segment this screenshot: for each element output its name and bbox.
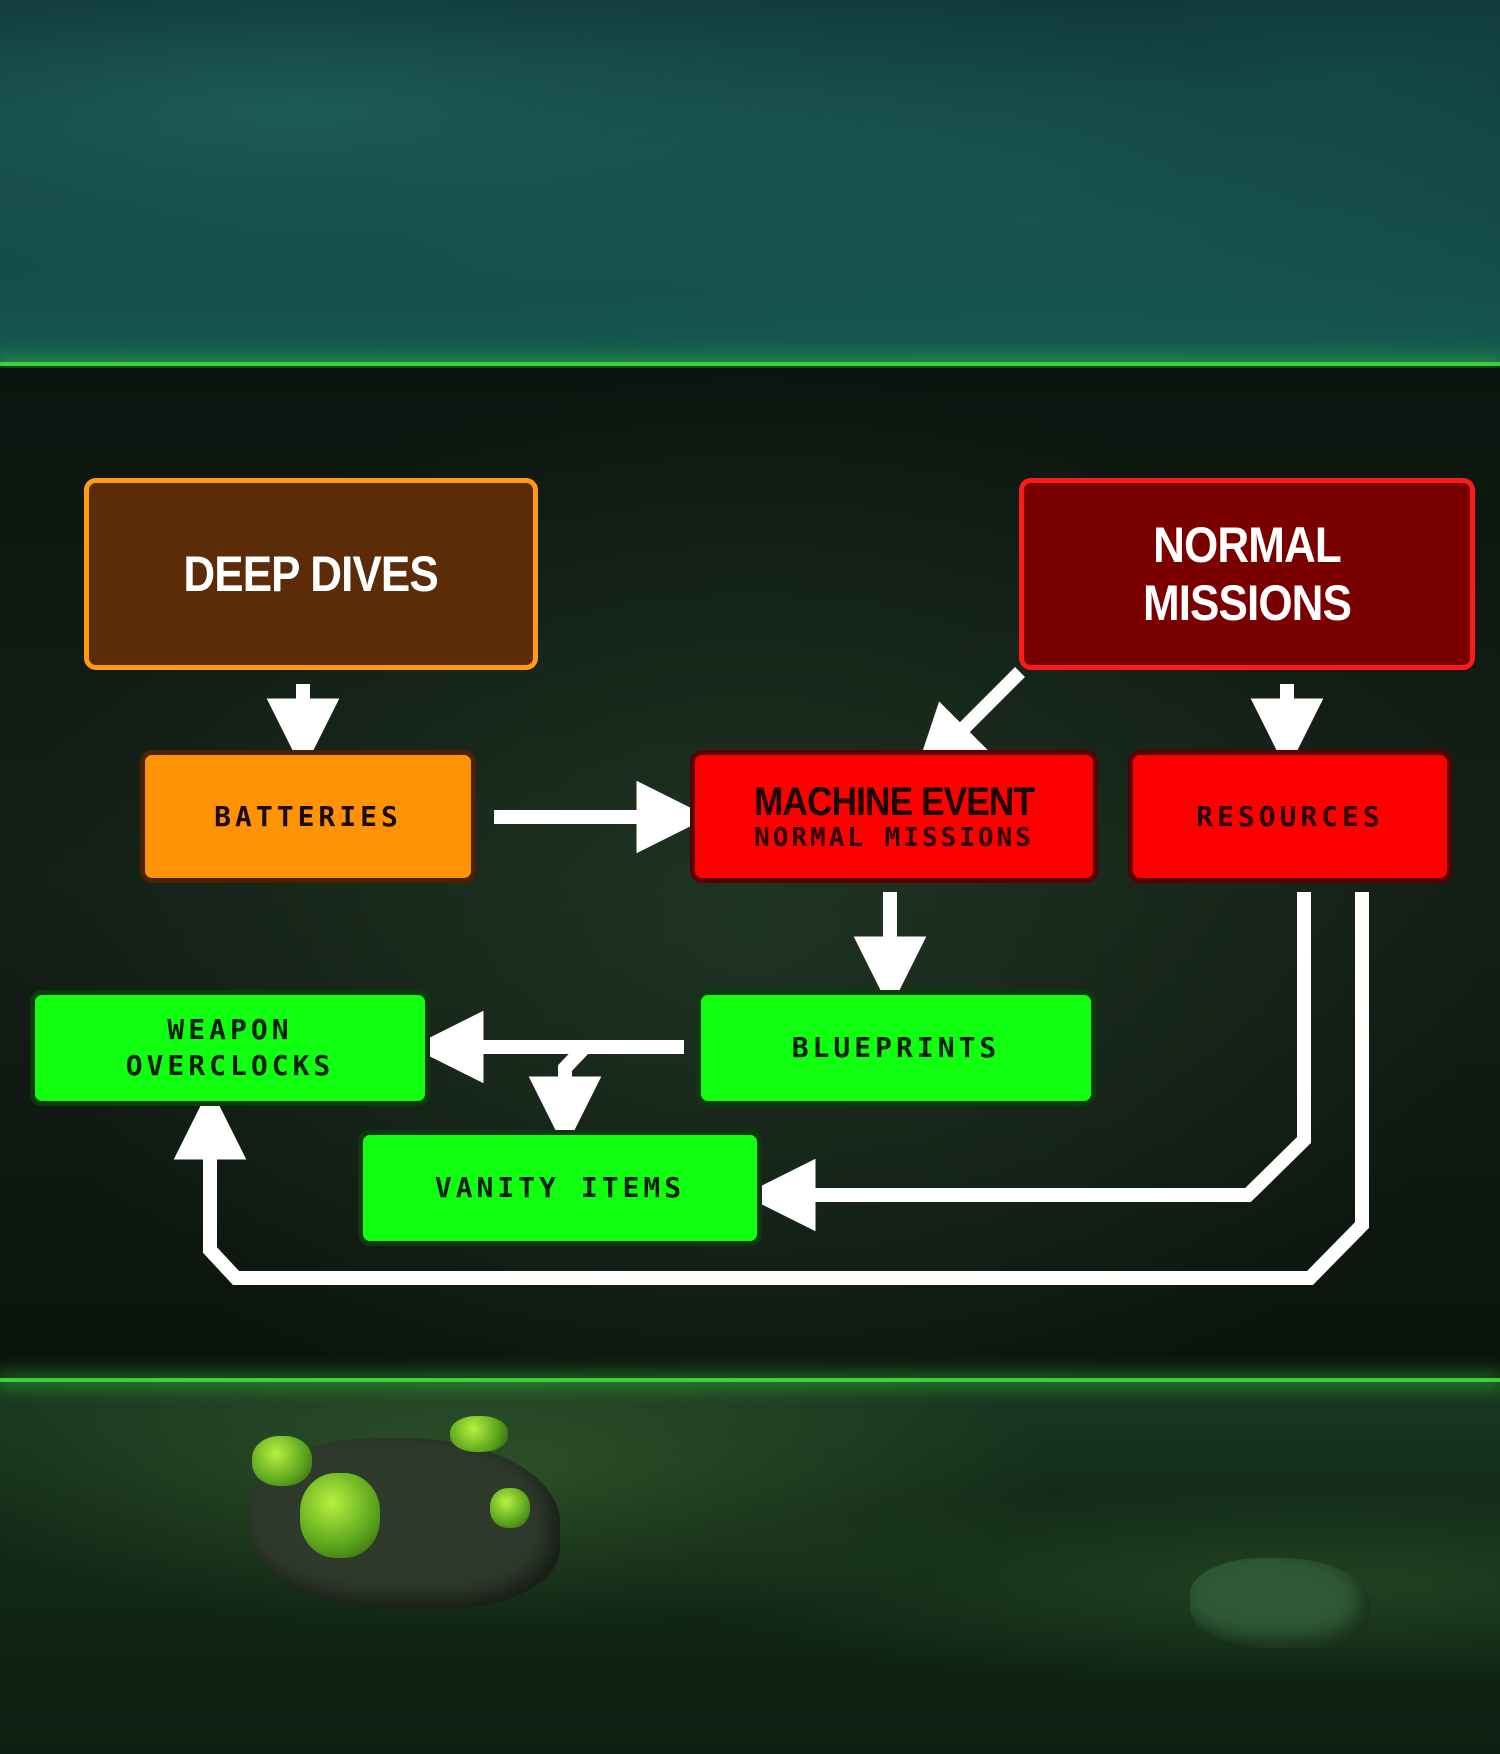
- vanity-items-label: VANITY ITEMS: [434, 1171, 686, 1204]
- machine-event-title: MACHINE EVENT: [754, 779, 1035, 824]
- gem-decoration: [450, 1416, 508, 1452]
- machine-event-subtitle: NORMAL MISSIONS: [754, 822, 1034, 853]
- deep-dives-label: DEEP DIVES: [183, 546, 439, 602]
- resources-node: RESOURCES: [1128, 750, 1452, 883]
- batteries-label: BATTERIES: [214, 799, 402, 833]
- gem-decoration: [252, 1436, 312, 1486]
- vanity-items-node: VANITY ITEMS: [358, 1130, 762, 1246]
- blueprints-label: BLUEPRINTS: [791, 1031, 1001, 1064]
- top-cave-background: [0, 0, 1500, 366]
- gem-decoration: [300, 1473, 380, 1558]
- weapon-overclocks-line1: WEAPON: [167, 1013, 293, 1046]
- resources-label: RESOURCES: [1196, 799, 1384, 833]
- deep-dives-node: DEEP DIVES: [84, 478, 538, 670]
- bottom-cave-background: [0, 1378, 1500, 1754]
- normal-missions-node: NORMAL MISSIONS: [1019, 478, 1475, 670]
- normal-missions-label: NORMAL MISSIONS: [1142, 517, 1352, 631]
- batteries-node: BATTERIES: [140, 750, 476, 883]
- rock-decoration: [1190, 1558, 1370, 1648]
- weapon-overclocks-node: WEAPON OVERCLOCKS: [30, 990, 430, 1106]
- gem-decoration: [490, 1488, 530, 1528]
- machine-event-node: MACHINE EVENT NORMAL MISSIONS: [690, 750, 1098, 883]
- blueprints-node: BLUEPRINTS: [696, 990, 1096, 1106]
- weapon-overclocks-line2: OVERCLOCKS: [125, 1049, 335, 1082]
